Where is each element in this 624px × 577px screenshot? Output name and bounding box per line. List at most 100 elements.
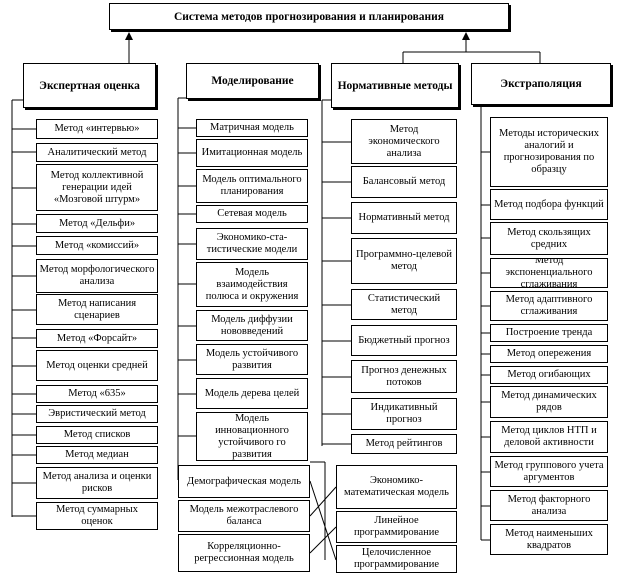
expert-item: Метод «Форсайт» <box>36 329 158 348</box>
extrapolation-item: Построение тренда <box>490 324 608 342</box>
extrapolation-item-label: Метод факторного анализа <box>507 493 591 517</box>
normative-item-label: Нормативный метод <box>358 212 450 223</box>
connector-line <box>309 480 337 561</box>
expert-item-label: Аналитический метод <box>47 146 147 158</box>
expert-item-label: Метод коллективной генерации идей «Мозго… <box>50 169 144 205</box>
modeling-item-label: Сетевая модель <box>217 208 287 219</box>
modeling-extra-item: Корреляционно-регрессионная модель <box>178 534 310 572</box>
normative-header-text: Нормативные методы <box>337 79 453 92</box>
expert-item: Метод суммарных оценок <box>36 502 158 530</box>
extrapolation-item-label: Методы исторических аналогий и прогнозир… <box>499 128 599 175</box>
normative-item-label: Метод экономического анализа <box>368 123 440 159</box>
modeling-item: Модель взаимодействия полюса и окружения <box>196 262 308 307</box>
normative-item-label: Статистический метод <box>367 292 441 316</box>
modeling-item-label: Модель дерева целей <box>204 387 300 399</box>
modeling-item-label: Модель устойчивого развития <box>205 347 299 371</box>
expert-item: Метод «интервью» <box>36 119 158 139</box>
expert-item: Метод анализа и оценки рисков <box>36 467 158 499</box>
normative-item: Метод экономического анализа <box>351 119 457 164</box>
normative-item: Индикативный прогноз <box>351 398 457 430</box>
extrapolation-item: Методы исторических аналогий и прогнозир… <box>490 117 608 187</box>
normative-item: Нормативный метод <box>351 202 457 234</box>
modeling-item: Модель дерева целей <box>196 378 308 409</box>
normative-item: Балансовый метод <box>351 166 457 198</box>
modeling-extra-label: Модель межотраслевого баланса <box>189 504 299 527</box>
extrapolation-item-label: Метод подбора функций <box>494 198 604 210</box>
expert-item-label: Метод анализа и оценки рисков <box>42 471 152 494</box>
expert-item-label: Метод «комиссий» <box>54 239 140 251</box>
modeling-item-label: Модель оптимального планирования <box>202 174 302 197</box>
expert-item-label: Метод суммарных оценок <box>56 504 138 527</box>
extrapolation-item-label: Метод скользящих средних <box>507 226 591 250</box>
modeling-item-label: Модель инновационного устойчивого го раз… <box>215 412 289 460</box>
expert-item: Метод написания сценариев <box>36 294 158 325</box>
extrapolation-item: Метод динамических рядов <box>490 386 608 418</box>
connector-line <box>309 526 337 554</box>
expert-item-label: Метод оценки средней <box>46 359 148 371</box>
extrapolation-item: Метод адаптивного сглаживания <box>490 291 608 321</box>
expert-item: Метод морфологического анализа <box>36 259 158 293</box>
normative-item: Статистический метод <box>351 289 457 320</box>
normative-item: Программно-целевой метод <box>351 238 457 284</box>
expert-item-label: Метод «Дельфи» <box>58 217 136 229</box>
modeling-item-label: Модель взаимодействия полюса и окружения <box>205 266 299 302</box>
normative-extra-label: Линейное программирование <box>353 515 440 538</box>
diagram-title: Система методов прогнозирования и планир… <box>109 3 509 30</box>
normative-item-label: Прогноз денежных потоков <box>361 364 447 388</box>
modeling-extra-item: Модель межотраслевого баланса <box>178 500 310 532</box>
modeling-extra-item: Демографическая модель <box>178 465 310 498</box>
modeling-header-text: Моделирование <box>211 75 294 87</box>
expert-item: Метод «Дельфи» <box>36 214 158 233</box>
expert-item-label: Метод «635» <box>68 388 126 399</box>
modeling-item: Модель устойчивого развития <box>196 344 308 375</box>
expert-item-label: Эвристический метод <box>48 408 146 419</box>
normative-header: Нормативные методы <box>331 63 459 108</box>
extrapolation-item-label: Метод адаптивного сглаживания <box>505 294 593 317</box>
arrow-head-expert <box>125 32 133 40</box>
extrapolation-item: Метод группового учета аргументов <box>490 456 608 487</box>
normative-item-label: Индикативный прогноз <box>370 402 438 425</box>
normative-extra-item: Линейное программирование <box>336 511 457 543</box>
expert-item-label: Метод морфологического анализа <box>39 264 155 287</box>
modeling-item: Имитационная модель <box>196 139 308 167</box>
modeling-item: Сетевая модель <box>196 205 308 223</box>
expert-item: Метод оценки средней <box>36 350 158 381</box>
modeling-item-label: Модель диффузии нововведений <box>211 313 293 337</box>
modeling-item-label: Матричная модель <box>210 122 294 133</box>
extrapolation-header-text: Экстраполяция <box>500 78 582 90</box>
modeling-item: Экономико-ста-тистические модели <box>196 228 308 260</box>
normative-item: Метод рейтингов <box>351 434 457 454</box>
extrapolation-item: Метод наименьших квадратов <box>490 524 608 555</box>
normative-extra-item: Целочисленное программирование <box>336 545 457 573</box>
extrapolation-item-label: Метод циклов НТП и деловой активности <box>501 425 597 448</box>
expert-item-label: Метод медиан <box>65 449 129 460</box>
expert-item: Метод медиан <box>36 446 158 464</box>
modeling-item-label: Экономико-ста-тистические модели <box>206 232 298 255</box>
expert-item-label: Метод «Форсайт» <box>56 332 138 344</box>
modeling-item: Модель диффузии нововведений <box>196 310 308 341</box>
normative-extra-label: Экономико-математическая модель <box>344 475 449 498</box>
extrapolation-item-label: Метод наименьших квадратов <box>505 527 593 551</box>
modeling-item-label: Имитационная модель <box>201 147 303 158</box>
modeling-header: Моделирование <box>186 63 319 99</box>
extrapolation-item: Метод подбора функций <box>490 189 608 220</box>
connector-line <box>309 486 337 517</box>
modeling-item: Модель инновационного устойчивого го раз… <box>196 412 308 461</box>
extrapolation-header: Экстраполяция <box>471 63 611 105</box>
extrapolation-item: Метод циклов НТП и деловой активности <box>490 421 608 453</box>
modeling-extra-label: Демографическая модель <box>186 475 302 487</box>
extrapolation-item: Метод огибающих <box>490 366 608 384</box>
extrapolation-item-label: Метод опережения <box>506 348 592 359</box>
extrapolation-item: Метод опережения <box>490 345 608 363</box>
expert-header: Экспертная оценка <box>23 63 156 108</box>
extrapolation-item: Метод скользящих средних <box>490 222 608 255</box>
expert-item: Метод «635» <box>36 385 158 403</box>
expert-item: Метод списков <box>36 426 158 444</box>
extrapolation-item-label: Метод огибающих <box>507 369 591 380</box>
extrapolation-item-label: Построение тренда <box>505 327 593 338</box>
modeling-extra-label: Корреляционно-регрессионная модель <box>194 541 294 564</box>
expert-item-label: Метод списков <box>63 429 131 440</box>
expert-header-text: Экспертная оценка <box>39 79 140 92</box>
